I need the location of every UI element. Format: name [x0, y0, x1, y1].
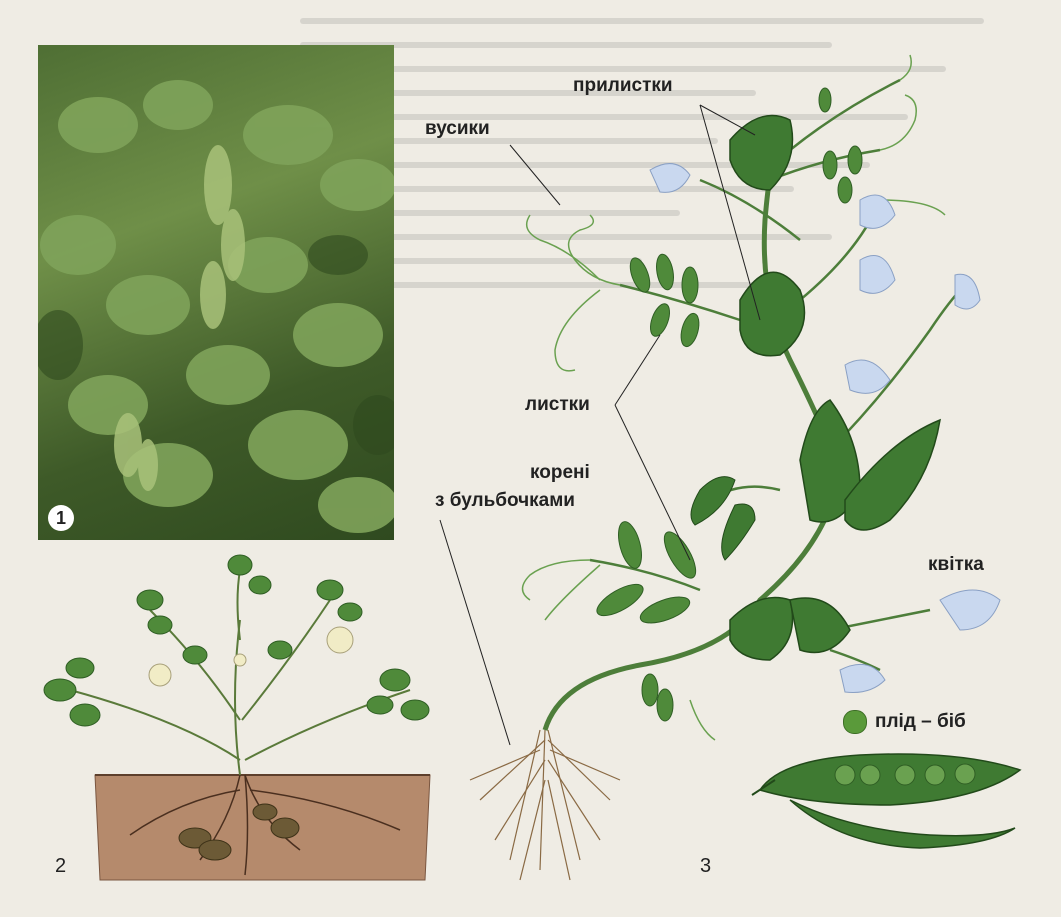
- peanut-flowers: [149, 627, 353, 686]
- pea-legend-dot: [843, 710, 867, 734]
- label-fruit-pod: плід – біб: [875, 711, 966, 733]
- label-leaflets: листки: [525, 394, 590, 416]
- pea-stipules: [730, 116, 940, 661]
- pea-pod-fruit: [752, 754, 1020, 848]
- label-stipules: прилистки: [573, 75, 673, 97]
- figure-number-2: 2: [55, 855, 66, 878]
- pea-main-stem: [545, 130, 840, 730]
- figure-number-3: 3: [700, 855, 711, 878]
- callout-lines: [440, 105, 760, 745]
- label-tendrils: вусики: [425, 118, 490, 140]
- pea-roots: [470, 730, 620, 880]
- pea-pods-on-plant: [691, 477, 755, 560]
- peanut-stems: [70, 570, 410, 775]
- peanut-leaves: [44, 555, 429, 726]
- label-roots-line2: з бульбочками: [435, 490, 575, 512]
- soil-block: [95, 775, 430, 880]
- label-flower: квітка: [928, 554, 984, 576]
- label-roots-line1: корені: [530, 462, 590, 484]
